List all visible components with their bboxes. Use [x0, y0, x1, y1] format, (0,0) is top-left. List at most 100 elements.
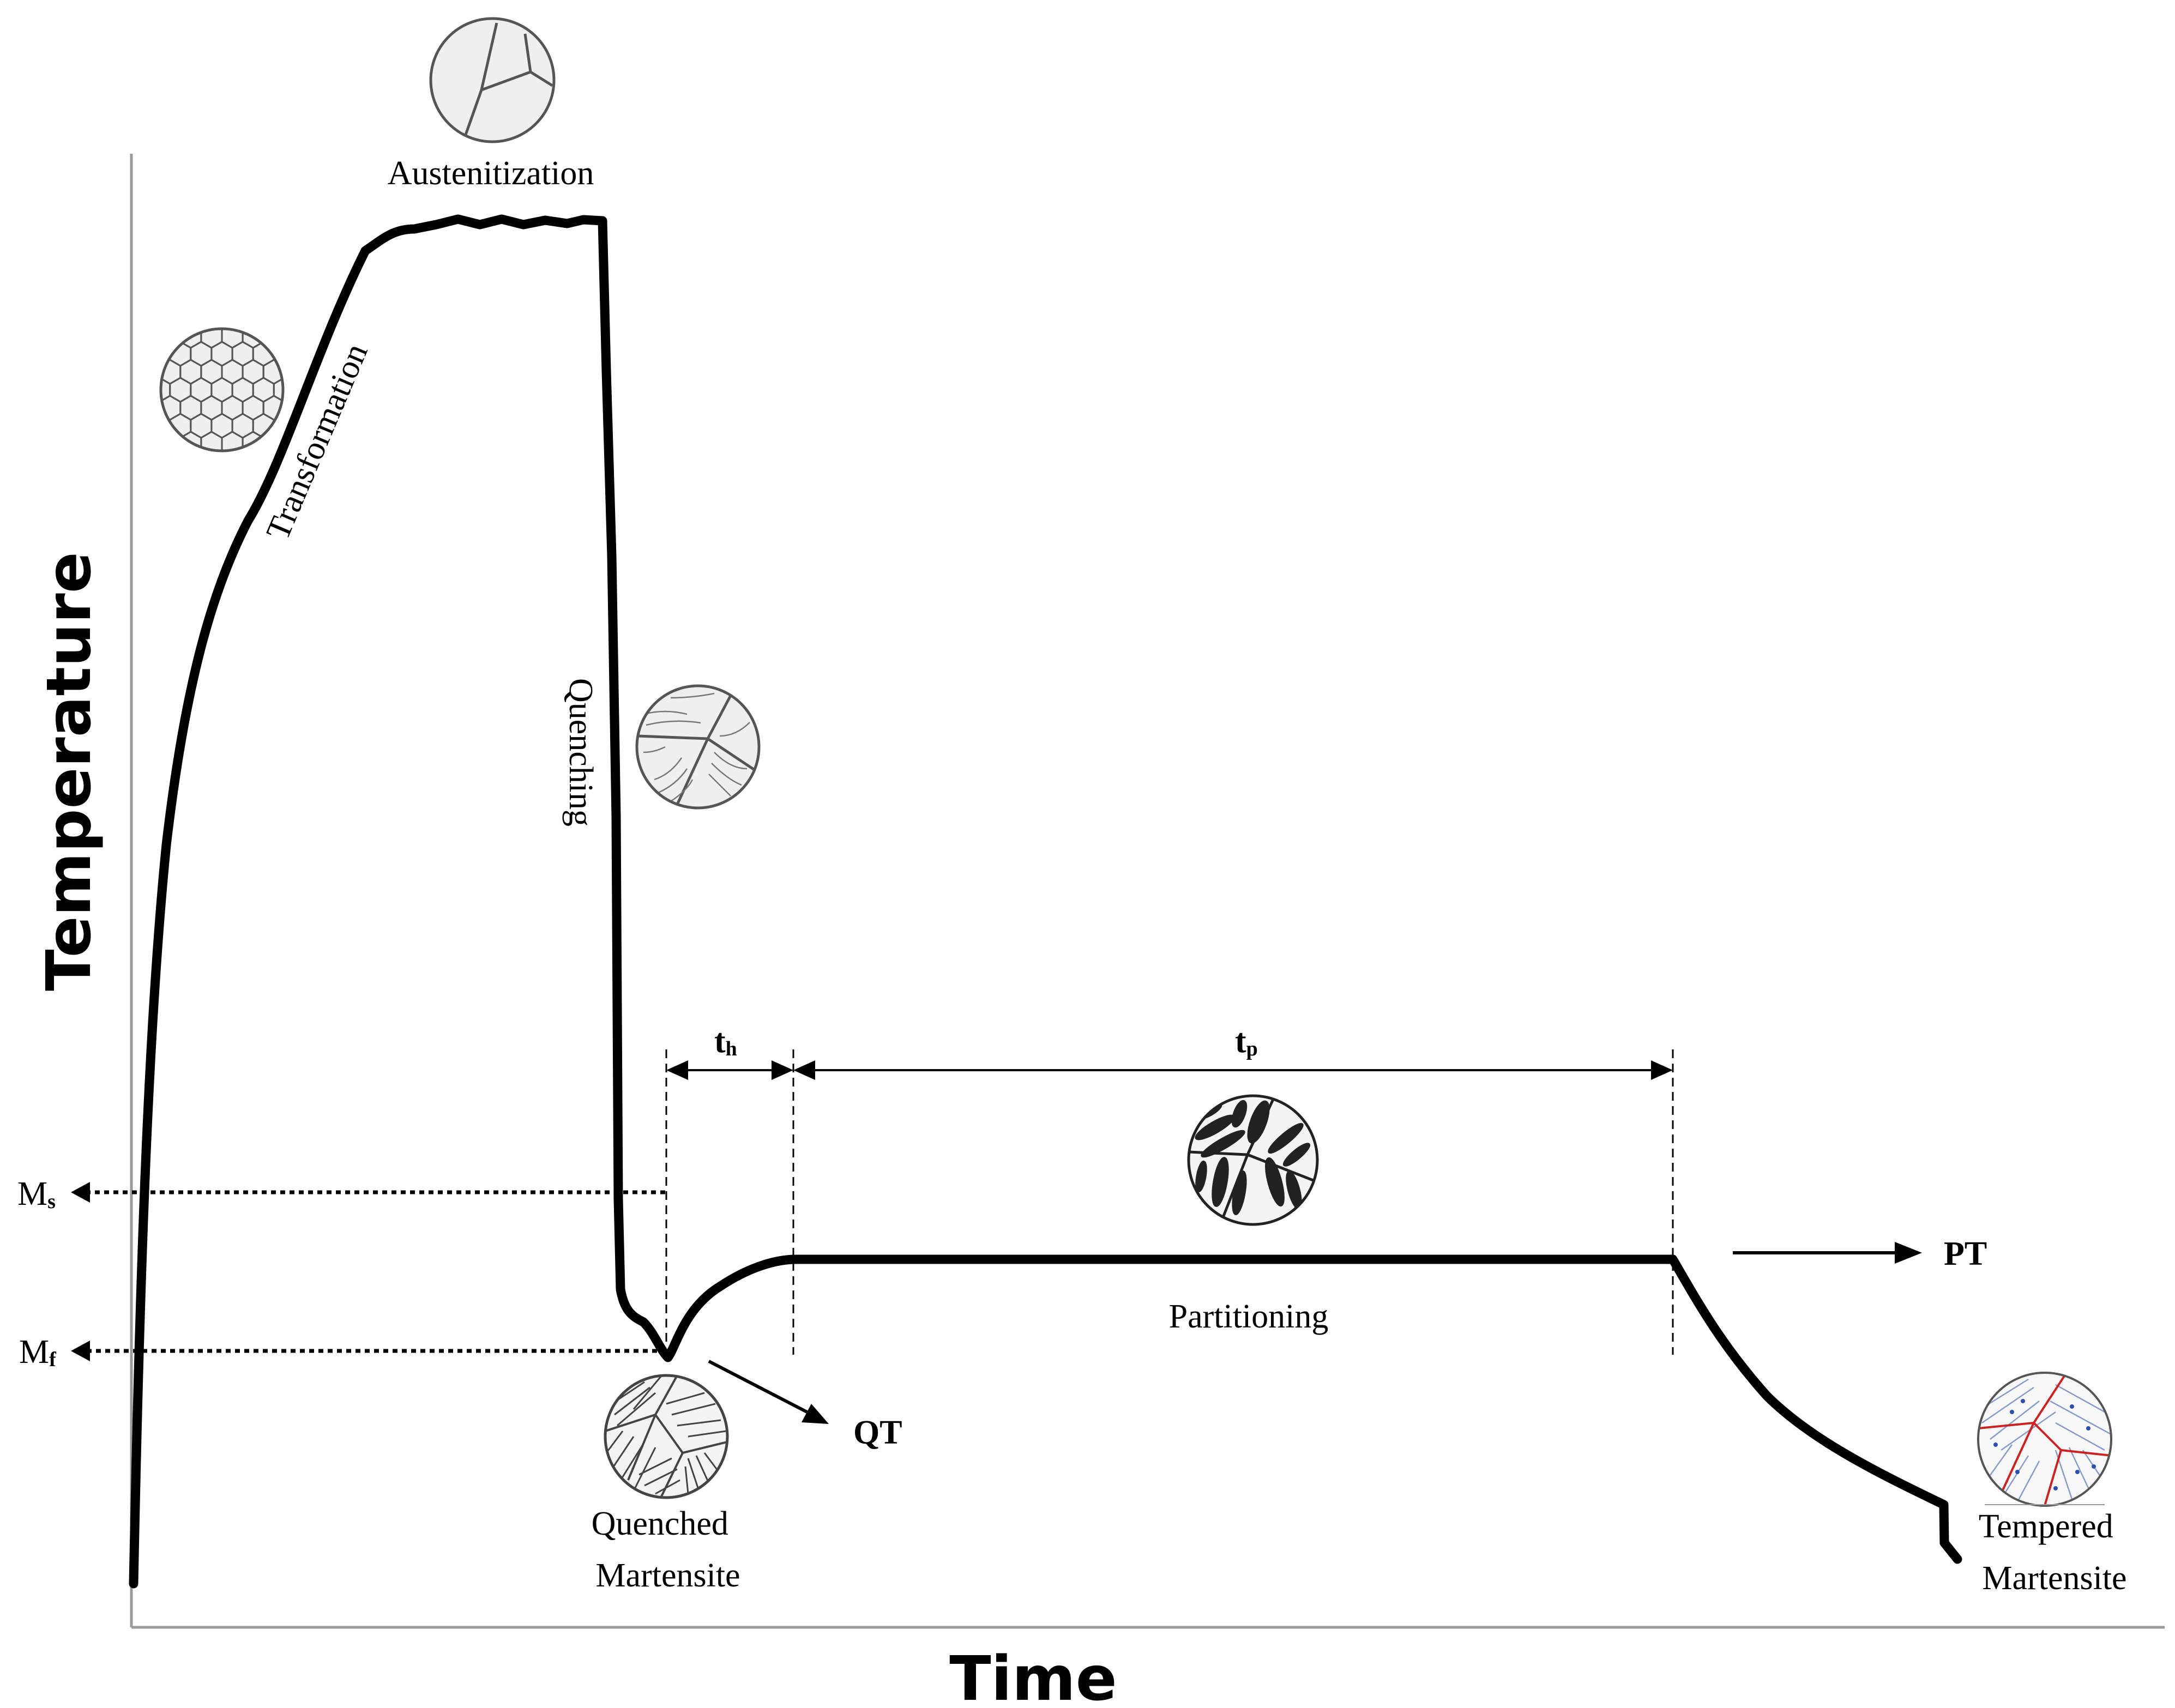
- hex-grain: [97, 324, 118, 348]
- hex-grain: [87, 342, 107, 366]
- hex-grain: [284, 324, 305, 348]
- th-interval: th: [666, 1023, 793, 1080]
- hex-grain: [149, 486, 170, 510]
- qt-arrow-line: [708, 1360, 808, 1414]
- hex-grain: [210, 449, 233, 451]
- x-axis-title: Time: [949, 1644, 1117, 1705]
- pt-arrowhead: [1895, 1242, 1922, 1264]
- hex-grain: [118, 360, 139, 384]
- hex-grain: [139, 288, 160, 312]
- th-right-arrowhead: [772, 1060, 793, 1080]
- hex-grain: [139, 396, 160, 420]
- hex-grain: [263, 288, 284, 312]
- hex-grain: [97, 360, 118, 384]
- hex-grain: [212, 270, 232, 294]
- hex-grain: [107, 450, 128, 474]
- th-label: th: [714, 1023, 737, 1060]
- qt-pointer: QT: [708, 1360, 902, 1451]
- pt-label: PT: [1944, 1235, 1987, 1272]
- austenite-grain-icon: [429, 17, 556, 143]
- hex-grain: [139, 360, 160, 384]
- hex-grain: [284, 288, 305, 312]
- hex-grain: [232, 486, 253, 510]
- quenched-martensite-label: Quenched Martensite: [592, 1505, 740, 1594]
- hex-grain: [87, 414, 107, 438]
- hex-grain: [180, 288, 201, 312]
- interval-markers: [665, 1049, 1674, 1355]
- hex-grain: [97, 288, 118, 312]
- hex-grain: [347, 468, 367, 492]
- hex-grain: [97, 468, 118, 492]
- hex-grain: [170, 486, 191, 510]
- hex-grain: [118, 468, 139, 492]
- mf-indicator: Mf: [19, 1333, 666, 1371]
- hex-grain: [160, 468, 180, 492]
- hex-grain: [262, 329, 283, 349]
- hex-grain: [161, 329, 171, 331]
- partitioning-label: Partitioning: [1169, 1298, 1329, 1335]
- hex-grain: [107, 270, 128, 294]
- hex-grain: [190, 329, 213, 331]
- hex-grain: [222, 288, 243, 312]
- axes: Temperature Time: [34, 154, 2165, 1708]
- hex-grain: [149, 270, 170, 294]
- hex-grain: [87, 270, 107, 294]
- hex-grain: [160, 288, 180, 312]
- pt-pointer: PT: [1733, 1235, 1987, 1272]
- hex-grain: [118, 288, 139, 312]
- hex-grain: [274, 270, 294, 294]
- hex-grain: [118, 432, 139, 456]
- hex-grain: [191, 270, 212, 294]
- qt-arrowhead: [802, 1404, 829, 1424]
- hex-grain: [118, 396, 139, 420]
- hex-grain: [169, 329, 192, 331]
- hex-grain: [212, 486, 232, 510]
- ms-indicator: Ms: [17, 1175, 665, 1213]
- hex-grain: [161, 431, 182, 451]
- partitioned-microstructure-icon: [1187, 1094, 1319, 1226]
- hex-grain: [97, 432, 118, 456]
- hex-grain: [201, 288, 222, 312]
- hex-grain: [294, 270, 315, 294]
- qt-label: QT: [853, 1414, 902, 1451]
- hex-grain: [107, 414, 128, 438]
- hex-grain: [336, 486, 357, 510]
- hex-grain: [210, 329, 233, 331]
- hex-grain: [273, 329, 283, 331]
- quenching-grain-icon: [635, 684, 761, 810]
- hex-grain: [97, 396, 118, 420]
- hex-grain: [232, 270, 253, 294]
- hex-grain: [107, 342, 128, 366]
- hex-grain: [284, 360, 305, 384]
- y-axis-title: Temperature: [34, 552, 105, 991]
- tp-left-arrowhead: [793, 1060, 815, 1080]
- hex-grain: [87, 486, 107, 510]
- hex-grain: [87, 378, 107, 402]
- hex-grain: [170, 270, 191, 294]
- hex-grain: [139, 432, 160, 456]
- heat-treatment-curve: [129, 214, 1962, 1589]
- hex-grain: [87, 450, 107, 474]
- tp-label: tp: [1235, 1023, 1258, 1060]
- hex-grain: [107, 486, 128, 510]
- hex-grain: [161, 449, 171, 451]
- hex-grain: [169, 449, 192, 451]
- hex-grain: [253, 270, 274, 294]
- hex-grain: [191, 486, 212, 510]
- hex-grain: [161, 329, 182, 349]
- hex-grain: [316, 486, 336, 510]
- tempered-martensite-label: Tempered Martensite: [1979, 1508, 2127, 1597]
- th-left-arrowhead: [666, 1060, 688, 1080]
- hex-grain: [316, 270, 336, 294]
- hex-grain: [87, 306, 107, 330]
- hex-grain: [231, 329, 254, 331]
- ms-label: Ms: [17, 1175, 56, 1213]
- hex-grain: [190, 449, 213, 451]
- hex-grain: [139, 468, 160, 492]
- hex-grain: [118, 324, 139, 348]
- hex-grain: [347, 432, 367, 456]
- hex-grain: [201, 468, 222, 492]
- hex-grain: [294, 306, 315, 330]
- hex-grain: [243, 288, 263, 312]
